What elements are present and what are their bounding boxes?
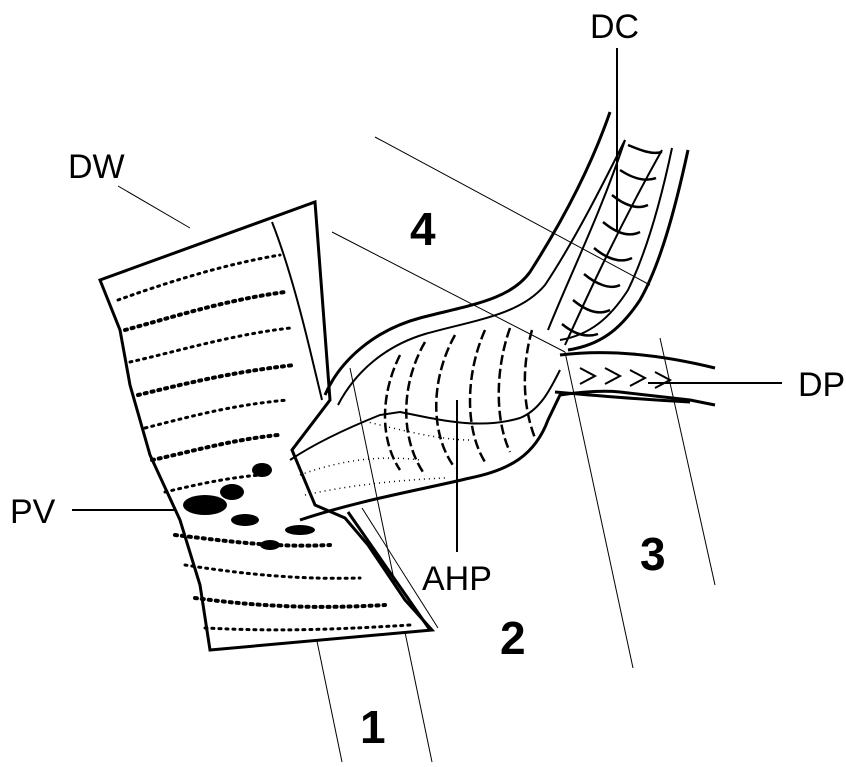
ampulla-bottom-wall	[300, 391, 715, 520]
label-dw: DW	[68, 148, 125, 186]
pancreatic-duct-upper-wall	[560, 353, 715, 368]
label-pv: PV	[10, 493, 56, 531]
region-label-3: 3	[640, 528, 666, 580]
region-label-4: 4	[410, 203, 436, 255]
ampulla-outer-wall	[325, 112, 610, 395]
section-line-3	[660, 338, 715, 585]
ampulla-folds	[385, 328, 535, 475]
duodenal-wall-outline	[100, 202, 432, 650]
label-dc: DC	[590, 8, 639, 46]
duodenal-wall	[100, 202, 432, 650]
pancreatic-duct-chevrons	[580, 368, 670, 388]
dw-leader	[118, 186, 190, 228]
section-line-2	[565, 352, 633, 668]
region-label-1: 1	[360, 701, 386, 753]
label-dp: DP	[798, 366, 845, 404]
region-label-2: 2	[500, 612, 526, 664]
bile-duct	[548, 140, 662, 345]
label-ahp: AHP	[422, 560, 492, 598]
